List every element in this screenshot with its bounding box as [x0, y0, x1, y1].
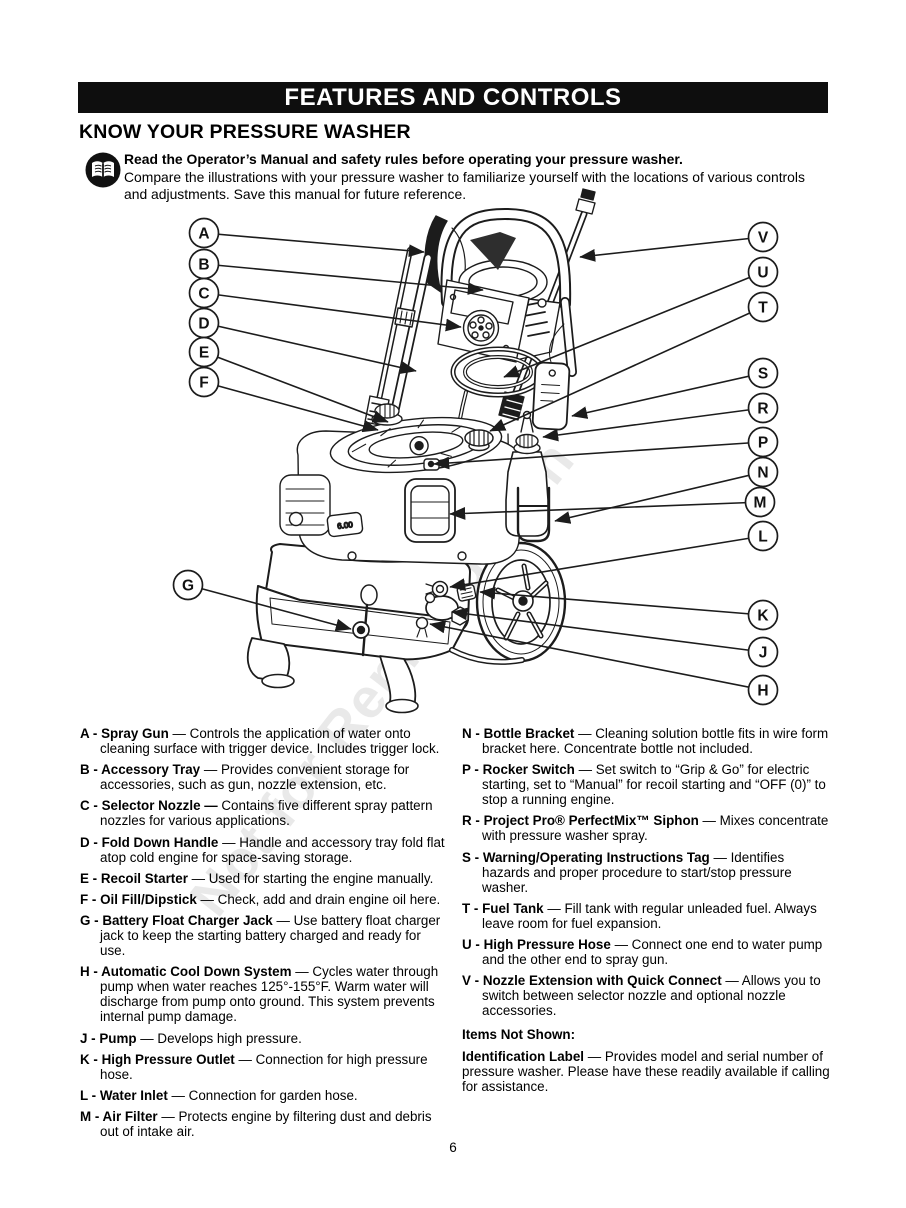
engine: 6.00: [279, 403, 525, 565]
spray-gun: [424, 215, 466, 293]
callout-n: N: [747, 456, 779, 488]
legend-item-s: S - Warning/Operating Instructions Tag —…: [462, 849, 792, 895]
pump-assembly: [415, 580, 477, 638]
legend-item-l: L - Water Inlet — Connection for garden …: [80, 1087, 358, 1103]
legend-item-n: N - Bottle Bracket — Cleaning solution b…: [462, 726, 829, 756]
svg-text:U: U: [757, 265, 768, 282]
engine-badge: 6.00: [326, 511, 364, 538]
callout-c: C: [188, 277, 220, 309]
svg-text:B: B: [198, 257, 209, 274]
svg-text:C: C: [198, 286, 209, 303]
water-inlet: [425, 580, 449, 598]
callout-d: D: [188, 307, 220, 339]
legend-item-e: E - Recoil Starter — Used for starting t…: [80, 870, 434, 886]
svg-text:A: A: [198, 226, 209, 243]
callout-h: H: [747, 674, 779, 706]
solution-bottle: [505, 410, 549, 537]
svg-text:K: K: [757, 608, 769, 625]
hose-reel: [458, 232, 548, 305]
callout-r: R: [747, 392, 779, 424]
legend-item-t: T - Fuel Tank — Fill tank with regular u…: [462, 900, 817, 931]
legend-item-identification-label: Identification Label — Provides model an…: [462, 1049, 830, 1095]
section-title: KNOW YOUR PRESSURE WASHER: [79, 121, 411, 143]
oil-fill-cap: [371, 403, 403, 426]
air-filter: [404, 478, 456, 543]
callouts: A B C D E F G V U T S R P N M L K J H: [172, 217, 779, 706]
fuel-tank-cap: [464, 429, 494, 452]
legend-left-column: A - Spray Gun — Controls the application…: [80, 726, 449, 1145]
intro-text: Compare the illustrations with your pres…: [124, 168, 805, 203]
callout-u: U: [747, 256, 779, 288]
callout-a: A: [188, 217, 220, 249]
legend-right-column: N - Bottle Bracket — Cleaning solution b…: [462, 726, 831, 1100]
svg-text:M: M: [754, 495, 767, 512]
legend-item-c: C - Selector Nozzle — Contains five diff…: [80, 798, 433, 829]
svg-text:S: S: [758, 366, 768, 383]
legend-item-f: F - Oil Fill/Dipstick — Check, add and d…: [80, 891, 441, 907]
frame-base: [246, 431, 525, 714]
manual-book-icon: [85, 152, 121, 188]
intro-paragraph: Read the Operator’s Manual and safety ru…: [124, 151, 826, 204]
callout-t: T: [747, 291, 779, 323]
callout-g: G: [172, 569, 204, 601]
wand-tubes: [364, 247, 433, 429]
muffler: [279, 474, 331, 536]
legend-item-b: B - Accessory Tray — Provides convenient…: [80, 762, 410, 793]
recoil-starter: [329, 416, 503, 474]
intro-bold-line: Read the Operator’s Manual and safety ru…: [124, 151, 683, 167]
cooldown-valve: [415, 616, 429, 638]
wheel: [475, 541, 567, 663]
rocker-switch: [423, 458, 440, 471]
legend-item-m: M - Air Filter — Protects engine by filt…: [80, 1109, 432, 1140]
svg-text:G: G: [182, 578, 194, 595]
battery-charger-jack: [352, 584, 378, 657]
svg-text:R: R: [757, 401, 768, 418]
high-pressure-outlet: [456, 584, 477, 602]
callout-e: E: [188, 336, 220, 368]
accessory-tray: [437, 279, 530, 363]
legend-item-p: P - Rocker Switch — Set switch to “Grip …: [462, 762, 826, 808]
legend-item-h: H - Automatic Cool Down System — Cycles …: [80, 964, 439, 1025]
callout-l: L: [747, 520, 779, 552]
high-pressure-hose-coil: [450, 346, 546, 507]
callout-f: F: [188, 366, 220, 398]
legend-item-j: J - Pump — Develops high pressure.: [80, 1030, 302, 1046]
legend-item-d: D - Fold Down Handle — Handle and access…: [80, 834, 445, 865]
svg-text:V: V: [758, 230, 769, 247]
fold-down-handle: [440, 208, 577, 377]
callout-v: V: [747, 221, 779, 253]
svg-text:J: J: [759, 645, 768, 662]
items-not-shown-heading: Items Not Shown:: [462, 1027, 576, 1043]
accessory-tray-side: [515, 298, 561, 361]
svg-text:E: E: [199, 345, 209, 362]
svg-text:H: H: [757, 683, 768, 700]
callout-p: P: [747, 426, 779, 458]
callout-s: S: [747, 357, 779, 389]
page-number: 6: [449, 1140, 457, 1155]
nozzle-extension-lance: [498, 188, 596, 421]
legend-item-a: A - Spray Gun — Controls the application…: [80, 726, 440, 756]
legend-item-u: U - High Pressure Hose — Connect one end…: [462, 936, 823, 967]
callout-m: M: [744, 486, 776, 518]
legend-item-g: G - Battery Float Charger Jack — Use bat…: [80, 913, 441, 959]
warning-tag: [531, 323, 571, 431]
svg-text:6.00: 6.00: [337, 520, 354, 531]
svg-text:L: L: [758, 529, 767, 546]
svg-text:F: F: [199, 375, 208, 392]
svg-text:N: N: [757, 465, 768, 482]
svg-text:P: P: [758, 435, 768, 452]
selector-nozzle-dial: [462, 309, 500, 347]
callout-j: J: [747, 636, 779, 668]
legend-item-k: K - High Pressure Outlet — Connection fo…: [80, 1051, 428, 1082]
callout-b: B: [188, 248, 220, 280]
svg-text:T: T: [758, 300, 768, 317]
svg-text:D: D: [198, 316, 209, 333]
callout-leader-lines: [187, 232, 764, 691]
legend-item-v: V - Nozzle Extension with Quick Connect …: [462, 973, 821, 1019]
pressure-washer-illustration: 6.00: [246, 188, 596, 714]
page-title: FEATURES AND CONTROLS: [78, 82, 828, 113]
bottle-bracket: [516, 486, 551, 543]
legend-item-r: R - Project Pro® PerfectMix™ Siphon — Mi…: [462, 813, 829, 844]
callout-k: K: [747, 599, 779, 631]
